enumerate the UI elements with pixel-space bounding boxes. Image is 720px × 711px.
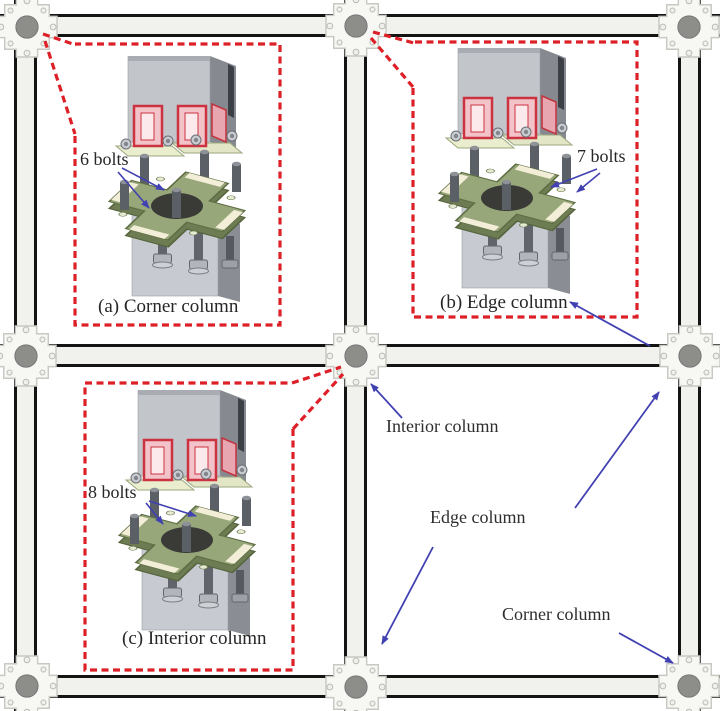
bolts-label-interior: 8 bolts [88,482,137,502]
detail-render-corner-column [89,56,265,304]
label-interior-column: Interior column [386,416,499,436]
joint-node-edge-bottom [325,656,387,711]
caption-corner-column: (a) Corner column [98,296,239,317]
bolts-label-corner: 6 bolts [80,149,129,169]
joint-node-edge-right [659,325,720,387]
detail-render-interior-column [99,390,275,638]
joint-node-edge-left [0,325,57,387]
joint-node-corner-bottom-left [0,655,58,711]
label-corner-column: Corner column [502,604,611,624]
bolts-label-edge: 7 bolts [577,146,626,166]
detail-render-edge-column [419,48,595,296]
caption-interior-column: (c) Interior column [122,628,267,649]
joint-node-interior [325,325,387,387]
joint-node-corner-top-right [658,0,720,58]
label-edge-column: Edge column [430,507,526,527]
joint-node-corner-bottom-right [658,655,720,711]
joint-node-corner-top-left [0,0,58,58]
caption-edge-column: (b) Edge column [440,292,568,313]
joint-node-edge-top [325,0,387,57]
